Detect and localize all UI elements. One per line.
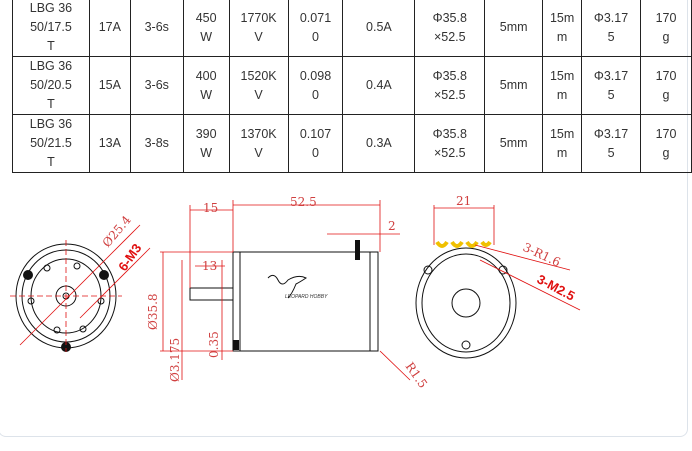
rear-width-label: 21 <box>456 194 471 208</box>
table-cell: 0.107 0 <box>287 114 344 173</box>
table-cell: 1770K V <box>228 0 289 57</box>
table-cell: 170 g <box>640 56 692 115</box>
table-cell: 5mm <box>484 56 544 115</box>
shaft-diameter-label: Ø3.175 <box>168 338 182 382</box>
body-length-label: 52.5 <box>290 195 317 209</box>
table-cell: Φ35.8 ×52.5 <box>414 114 486 173</box>
table-cell: 3-6s <box>129 0 184 57</box>
table-cell: Φ35.8 ×52.5 <box>414 56 486 115</box>
table-cell: 450 W <box>182 0 230 57</box>
table-cell: 15m m <box>542 0 583 57</box>
table-cell: 1520K V <box>228 56 289 115</box>
table-cell: 0.5A <box>342 0 416 57</box>
table-cell: 5mm <box>484 0 544 57</box>
table-cell: 170 g <box>640 0 692 57</box>
shaft-length-label: 15 <box>203 201 218 215</box>
table-cell: 0.3A <box>342 114 416 173</box>
gap-label: 2 <box>388 219 396 233</box>
table-cell: 15m m <box>542 56 583 115</box>
table-cell: 5mm <box>484 114 544 173</box>
rear-view: 21 3-R1.6 3-M2.5 <box>415 194 581 359</box>
offset-label: 0.35 <box>207 331 221 358</box>
table-cell: 15A <box>88 56 131 115</box>
front-view: Ø25.4 6-M3 <box>10 213 151 352</box>
table-cell: Φ3.17 5 <box>581 114 641 173</box>
table-cell: Φ35.8 ×52.5 <box>414 0 486 57</box>
side-view: LEOPARD HOBBY 15 52.5 2 13 Ø35.8 Ø3.175 … <box>146 195 430 390</box>
table-cell: 1370K V <box>228 114 289 173</box>
rear-radius-label: 3-R1.6 <box>521 240 563 270</box>
rear-holes-label: 3-M2.5 <box>535 271 578 303</box>
page-frame <box>0 0 688 437</box>
table-cell: 0.071 0 <box>287 0 344 57</box>
table-cell: Φ3.17 5 <box>581 56 641 115</box>
table-cell: 390 W <box>182 114 230 173</box>
table-cell: 3-6s <box>129 56 184 115</box>
body-diameter-label: Ø35.8 <box>146 293 160 330</box>
table-cell: 13A <box>88 114 131 173</box>
table-cell: 17A <box>88 0 131 57</box>
table-cell: 400 W <box>182 56 230 115</box>
table-cell: LBG 36 50/21.5 T <box>12 114 90 173</box>
shaft2-label: 13 <box>202 259 217 273</box>
table-cell: 15m m <box>542 114 583 173</box>
table-cell: 170 g <box>640 114 692 173</box>
table-cell: 0.098 0 <box>287 56 344 115</box>
table-cell: 0.4A <box>342 56 416 115</box>
table-cell: 3-8s <box>129 114 184 173</box>
table-cell: LBG 36 50/17.5 T <box>12 0 90 57</box>
motor-drawing: Ø25.4 6-M3 LEOPARD HOBBY 15 52.5 2 13 Ø3… <box>10 194 581 390</box>
table-cell: LBG 36 50/20.5 T <box>12 56 90 115</box>
table-cell: Φ3.17 5 <box>581 0 641 57</box>
brand-logo: LEOPARD HOBBY <box>285 294 328 300</box>
radius-label: R1.5 <box>403 360 431 390</box>
leopard-logo-icon <box>267 274 307 299</box>
